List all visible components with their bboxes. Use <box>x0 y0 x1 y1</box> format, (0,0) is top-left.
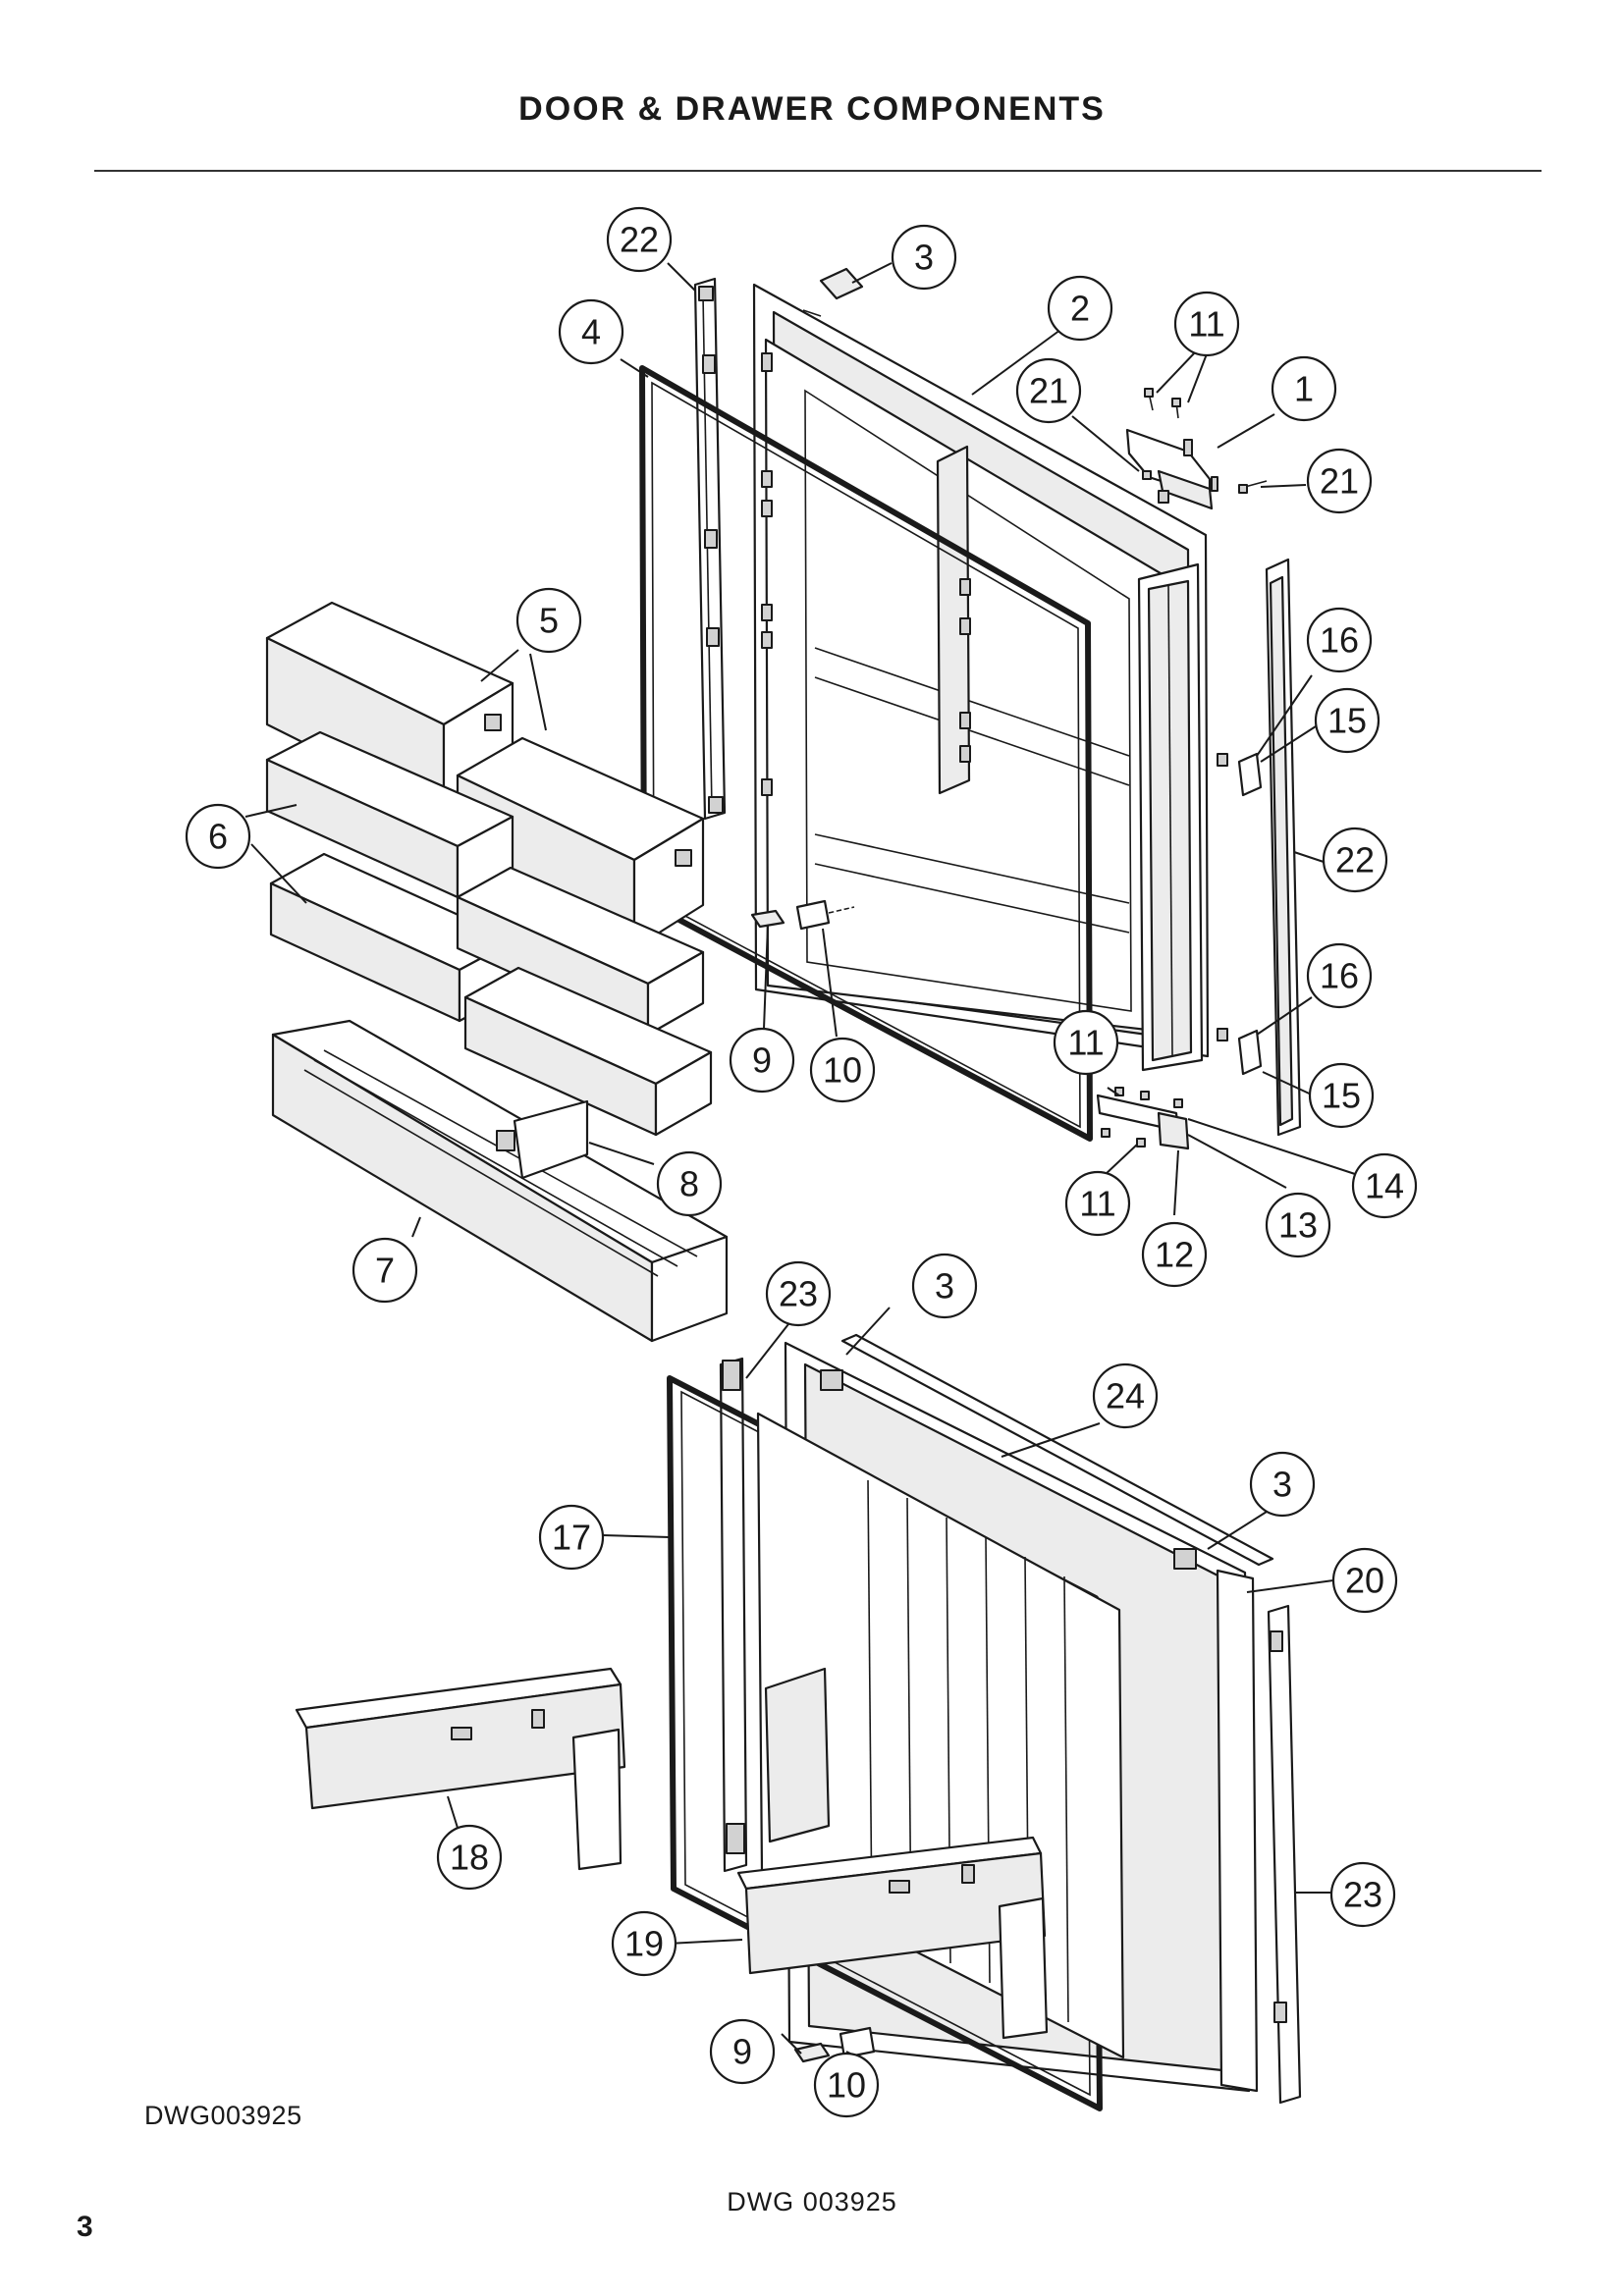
lower-hinge-assembly <box>1096 1087 1190 1150</box>
top-hinge-assembly <box>1125 388 1268 510</box>
callout: 3 <box>911 1253 978 1319</box>
callout: 9 <box>709 2018 776 2085</box>
callout: 15 <box>1314 687 1380 754</box>
callout: 15 <box>1308 1062 1375 1129</box>
callout: 3 <box>1249 1451 1316 1518</box>
bush-upper <box>1217 752 1263 797</box>
title-divider <box>94 170 1542 172</box>
callout: 2 <box>1047 275 1113 342</box>
callout: 12 <box>1141 1221 1208 1288</box>
callout: 21 <box>1306 448 1373 514</box>
callout: 11 <box>1064 1170 1131 1237</box>
callout: 1 <box>1271 355 1337 422</box>
callout: 17 <box>538 1504 605 1571</box>
drawer-strip-left <box>719 1357 748 1873</box>
callout: 20 <box>1331 1547 1398 1614</box>
svg-text:7: 7 <box>375 1251 395 1291</box>
svg-text:3: 3 <box>1272 1465 1292 1505</box>
svg-text:24: 24 <box>1106 1376 1145 1416</box>
svg-text:11: 11 <box>1188 304 1224 345</box>
bottle-retainer <box>496 1099 589 1180</box>
svg-text:11: 11 <box>1067 1023 1104 1063</box>
callout: 11 <box>1173 291 1240 357</box>
drawer-runner-right <box>736 1836 1049 2040</box>
svg-text:22: 22 <box>620 220 659 260</box>
svg-text:21: 21 <box>1320 461 1359 502</box>
door-shelf-1 <box>265 730 514 899</box>
svg-text:6: 6 <box>208 817 228 857</box>
svg-text:4: 4 <box>581 312 601 352</box>
svg-text:8: 8 <box>679 1164 699 1204</box>
leader-lines <box>244 262 1356 2056</box>
callout: 16 <box>1306 607 1373 673</box>
svg-text:15: 15 <box>1322 1076 1361 1116</box>
callout: 14 <box>1351 1152 1418 1219</box>
svg-text:10: 10 <box>823 1050 862 1091</box>
callout: 11 <box>1053 1009 1119 1076</box>
svg-text:11: 11 <box>1079 1184 1115 1224</box>
svg-text:13: 13 <box>1278 1205 1318 1246</box>
svg-text:12: 12 <box>1155 1235 1194 1275</box>
callout: 7 <box>352 1237 418 1304</box>
svg-text:17: 17 <box>552 1518 591 1558</box>
callout: 13 <box>1265 1192 1331 1258</box>
callout: 23 <box>765 1260 832 1327</box>
callout: 19 <box>611 1910 677 1977</box>
drawer-strip-right <box>1267 1604 1302 2105</box>
svg-text:2: 2 <box>1070 289 1090 329</box>
callout: 5 <box>515 587 582 654</box>
callout: 24 <box>1092 1362 1159 1429</box>
drawer-rail <box>840 1333 1274 1567</box>
door-cap-top <box>802 267 864 317</box>
callout: 22 <box>1322 827 1388 893</box>
svg-text:20: 20 <box>1345 1561 1384 1601</box>
svg-text:16: 16 <box>1320 956 1359 996</box>
hinge-strip-right <box>1265 558 1302 1137</box>
upper-door-panel <box>752 283 1210 1072</box>
bush-lower <box>1217 1028 1263 1076</box>
svg-text:10: 10 <box>827 2065 866 2106</box>
svg-text:19: 19 <box>624 1924 664 1964</box>
svg-text:3: 3 <box>935 1266 954 1307</box>
callout: 3 <box>891 224 957 291</box>
svg-text:5: 5 <box>539 601 559 641</box>
drawing-code-label: DWG003925 <box>144 2101 302 2130</box>
door-gasket <box>639 365 1093 1142</box>
svg-text:22: 22 <box>1335 840 1375 881</box>
callout: 6 <box>185 803 251 870</box>
callout: 16 <box>1306 942 1373 1009</box>
page-title: DOOR & DRAWER COMPONENTS <box>518 90 1106 128</box>
callout: 22 <box>606 206 673 273</box>
callout: 4 <box>558 298 624 365</box>
svg-text:18: 18 <box>450 1838 489 1878</box>
callout: 9 <box>729 1027 795 1094</box>
hinge-strip-left <box>693 277 727 821</box>
callout: 10 <box>809 1037 876 1103</box>
callout: 18 <box>436 1824 503 1891</box>
door-closer-upper <box>750 899 855 931</box>
callout: 23 <box>1329 1861 1396 1928</box>
drawer-runner-left <box>295 1667 626 1871</box>
callout: 10 <box>813 2052 880 2118</box>
drawing-code-footer: DWG 003925 <box>727 2187 897 2216</box>
svg-text:9: 9 <box>752 1041 772 1081</box>
svg-text:1: 1 <box>1294 369 1314 409</box>
svg-text:15: 15 <box>1327 701 1367 741</box>
svg-text:14: 14 <box>1365 1166 1404 1206</box>
callout: 21 <box>1015 357 1082 424</box>
svg-text:9: 9 <box>732 2032 752 2072</box>
svg-text:23: 23 <box>779 1274 818 1314</box>
callout: 8 <box>656 1150 723 1217</box>
svg-text:21: 21 <box>1029 371 1068 411</box>
svg-text:16: 16 <box>1320 620 1359 661</box>
svg-text:23: 23 <box>1343 1875 1382 1915</box>
page-number: 3 <box>77 2211 93 2243</box>
svg-text:3: 3 <box>914 238 934 278</box>
door-closer-lower <box>793 2026 876 2063</box>
door-shelf-4 <box>463 966 713 1137</box>
